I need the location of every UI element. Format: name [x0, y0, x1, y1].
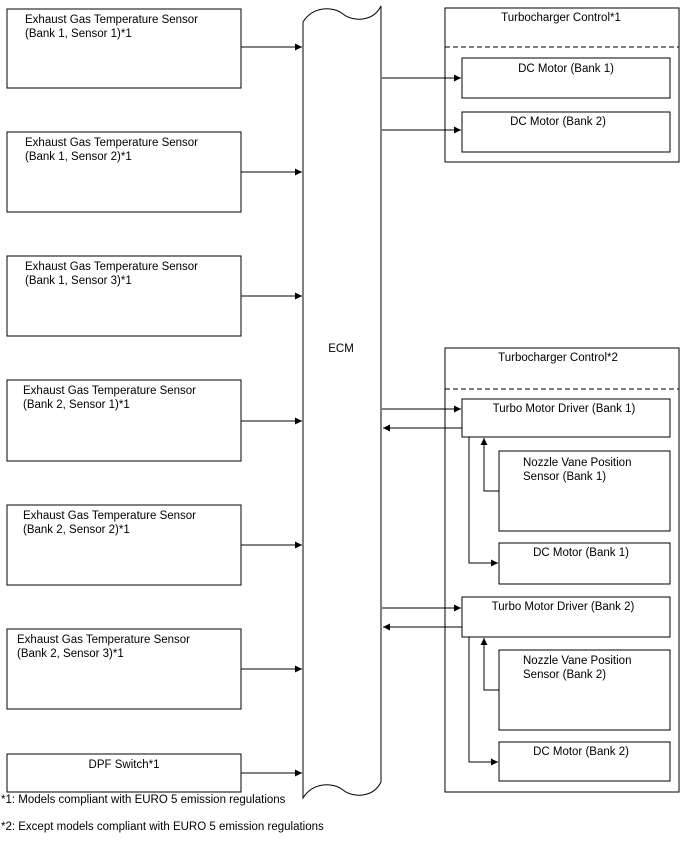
svg-text:Sensor (Bank 1): Sensor (Bank 1) — [523, 471, 606, 483]
turbo-control-1-group: Turbocharger Control*1 DC Motor (Bank 1)… — [444, 7, 680, 163]
dc-motor-bank2-box: DC Motor (Bank 2) — [461, 111, 671, 153]
turbo-control-1-title: Turbocharger Control*1 — [501, 12, 621, 24]
svg-text:ECM: ECM — [328, 343, 354, 355]
sensor-box-bank2-sensor2: Exhaust Gas Temperature Sensor (Bank 2, … — [6, 504, 242, 586]
svg-text:Nozzle Vane Position: Nozzle Vane Position — [523, 457, 631, 469]
svg-text:Exhaust Gas Temperature Sensor: Exhaust Gas Temperature Sensor — [23, 510, 196, 522]
svg-text:(Bank 1, Sensor 1)*1: (Bank 1, Sensor 1)*1 — [25, 28, 132, 40]
svg-text:Exhaust Gas Temperature Sensor: Exhaust Gas Temperature Sensor — [25, 261, 198, 273]
svg-text:DC Motor (Bank 2): DC Motor (Bank 2) — [510, 116, 606, 128]
svg-text:Nozzle Vane Position: Nozzle Vane Position — [523, 655, 631, 667]
svg-text:Turbo Motor Driver (Bank 2): Turbo Motor Driver (Bank 2) — [492, 601, 635, 613]
svg-text:Exhaust Gas Temperature Sensor: Exhaust Gas Temperature Sensor — [25, 14, 198, 26]
footnote-1: *1: Models compliant with EURO 5 emissio… — [1, 794, 286, 806]
footnote-2: *2: Except models compliant with EURO 5 … — [1, 821, 324, 833]
nozzle-vane-sensor-bank2-box: Nozzle Vane Position Sensor (Bank 2) — [498, 649, 671, 731]
sensor-box-bank1-sensor1: Exhaust Gas Temperature Sensor (Bank 1, … — [6, 8, 242, 89]
svg-text:Exhaust Gas Temperature Sensor: Exhaust Gas Temperature Sensor — [23, 385, 196, 397]
sensor-arrows — [241, 43, 302, 777]
svg-text:(Bank 2, Sensor 3)*1: (Bank 2, Sensor 3)*1 — [17, 648, 124, 660]
svg-text:Sensor (Bank 2): Sensor (Bank 2) — [523, 669, 606, 681]
dc-motor-bank2-box-2: DC Motor (Bank 2) — [498, 741, 671, 782]
dc-motor-bank1-box-2: DC Motor (Bank 1) — [498, 542, 671, 585]
nozzle-vane-sensor-bank1-box: Nozzle Vane Position Sensor (Bank 1) — [498, 450, 671, 532]
turbo-motor-driver-bank1-box: Turbo Motor Driver (Bank 1) — [461, 398, 671, 438]
arrow-nozzle-bank1-to-driver — [480, 438, 499, 492]
svg-text:DC Motor (Bank 1): DC Motor (Bank 1) — [533, 547, 629, 559]
svg-text:Turbo Motor Driver (Bank 1): Turbo Motor Driver (Bank 1) — [493, 403, 636, 415]
svg-text:Exhaust Gas Temperature Sensor: Exhaust Gas Temperature Sensor — [17, 634, 190, 646]
dc-motor-bank1-box: DC Motor (Bank 1) — [461, 57, 671, 99]
sensor-box-bank2-sensor1: Exhaust Gas Temperature Sensor (Bank 2, … — [6, 379, 242, 462]
svg-text:Exhaust Gas Temperature Sensor: Exhaust Gas Temperature Sensor — [25, 137, 198, 149]
sensor-box-bank1-sensor2: Exhaust Gas Temperature Sensor (Bank 1, … — [6, 131, 242, 213]
turbo-motor-driver-bank2-box: Turbo Motor Driver (Bank 2) — [461, 596, 671, 638]
arrow-nozzle-bank2-to-driver — [480, 638, 499, 691]
svg-text:(Bank 2, Sensor 2)*1: (Bank 2, Sensor 2)*1 — [23, 524, 130, 536]
turbo-control-2-title: Turbocharger Control*2 — [498, 352, 618, 364]
arrow-driver-to-dc-motor-bank1 — [468, 437, 498, 567]
svg-text:(Bank 2, Sensor 1)*1: (Bank 2, Sensor 1)*1 — [23, 399, 130, 411]
svg-text:(Bank 1, Sensor 3)*1: (Bank 1, Sensor 3)*1 — [25, 275, 132, 287]
svg-text:DPF Switch*1: DPF Switch*1 — [89, 759, 160, 771]
ecm-block: ECM — [302, 5, 382, 800]
svg-text:(Bank 1, Sensor 2)*1: (Bank 1, Sensor 2)*1 — [25, 151, 132, 163]
arrow-driver-to-dc-motor-bank2 — [468, 637, 498, 766]
bank2-internal-connections — [468, 637, 499, 766]
bank1-internal-connections — [468, 437, 499, 567]
sensor-box-bank2-sensor3: Exhaust Gas Temperature Sensor (Bank 2, … — [6, 628, 242, 710]
svg-text:DC Motor (Bank 2): DC Motor (Bank 2) — [533, 746, 629, 758]
dpf-switch-box: DPF Switch*1 — [6, 753, 242, 793]
sensor-box-bank1-sensor3: Exhaust Gas Temperature Sensor (Bank 1, … — [6, 255, 242, 337]
turbo-control-2-group: Turbocharger Control*2 Turbo Motor Drive… — [444, 347, 680, 793]
driver-arrows — [382, 405, 462, 631]
svg-text:DC Motor (Bank 1): DC Motor (Bank 1) — [518, 63, 614, 75]
